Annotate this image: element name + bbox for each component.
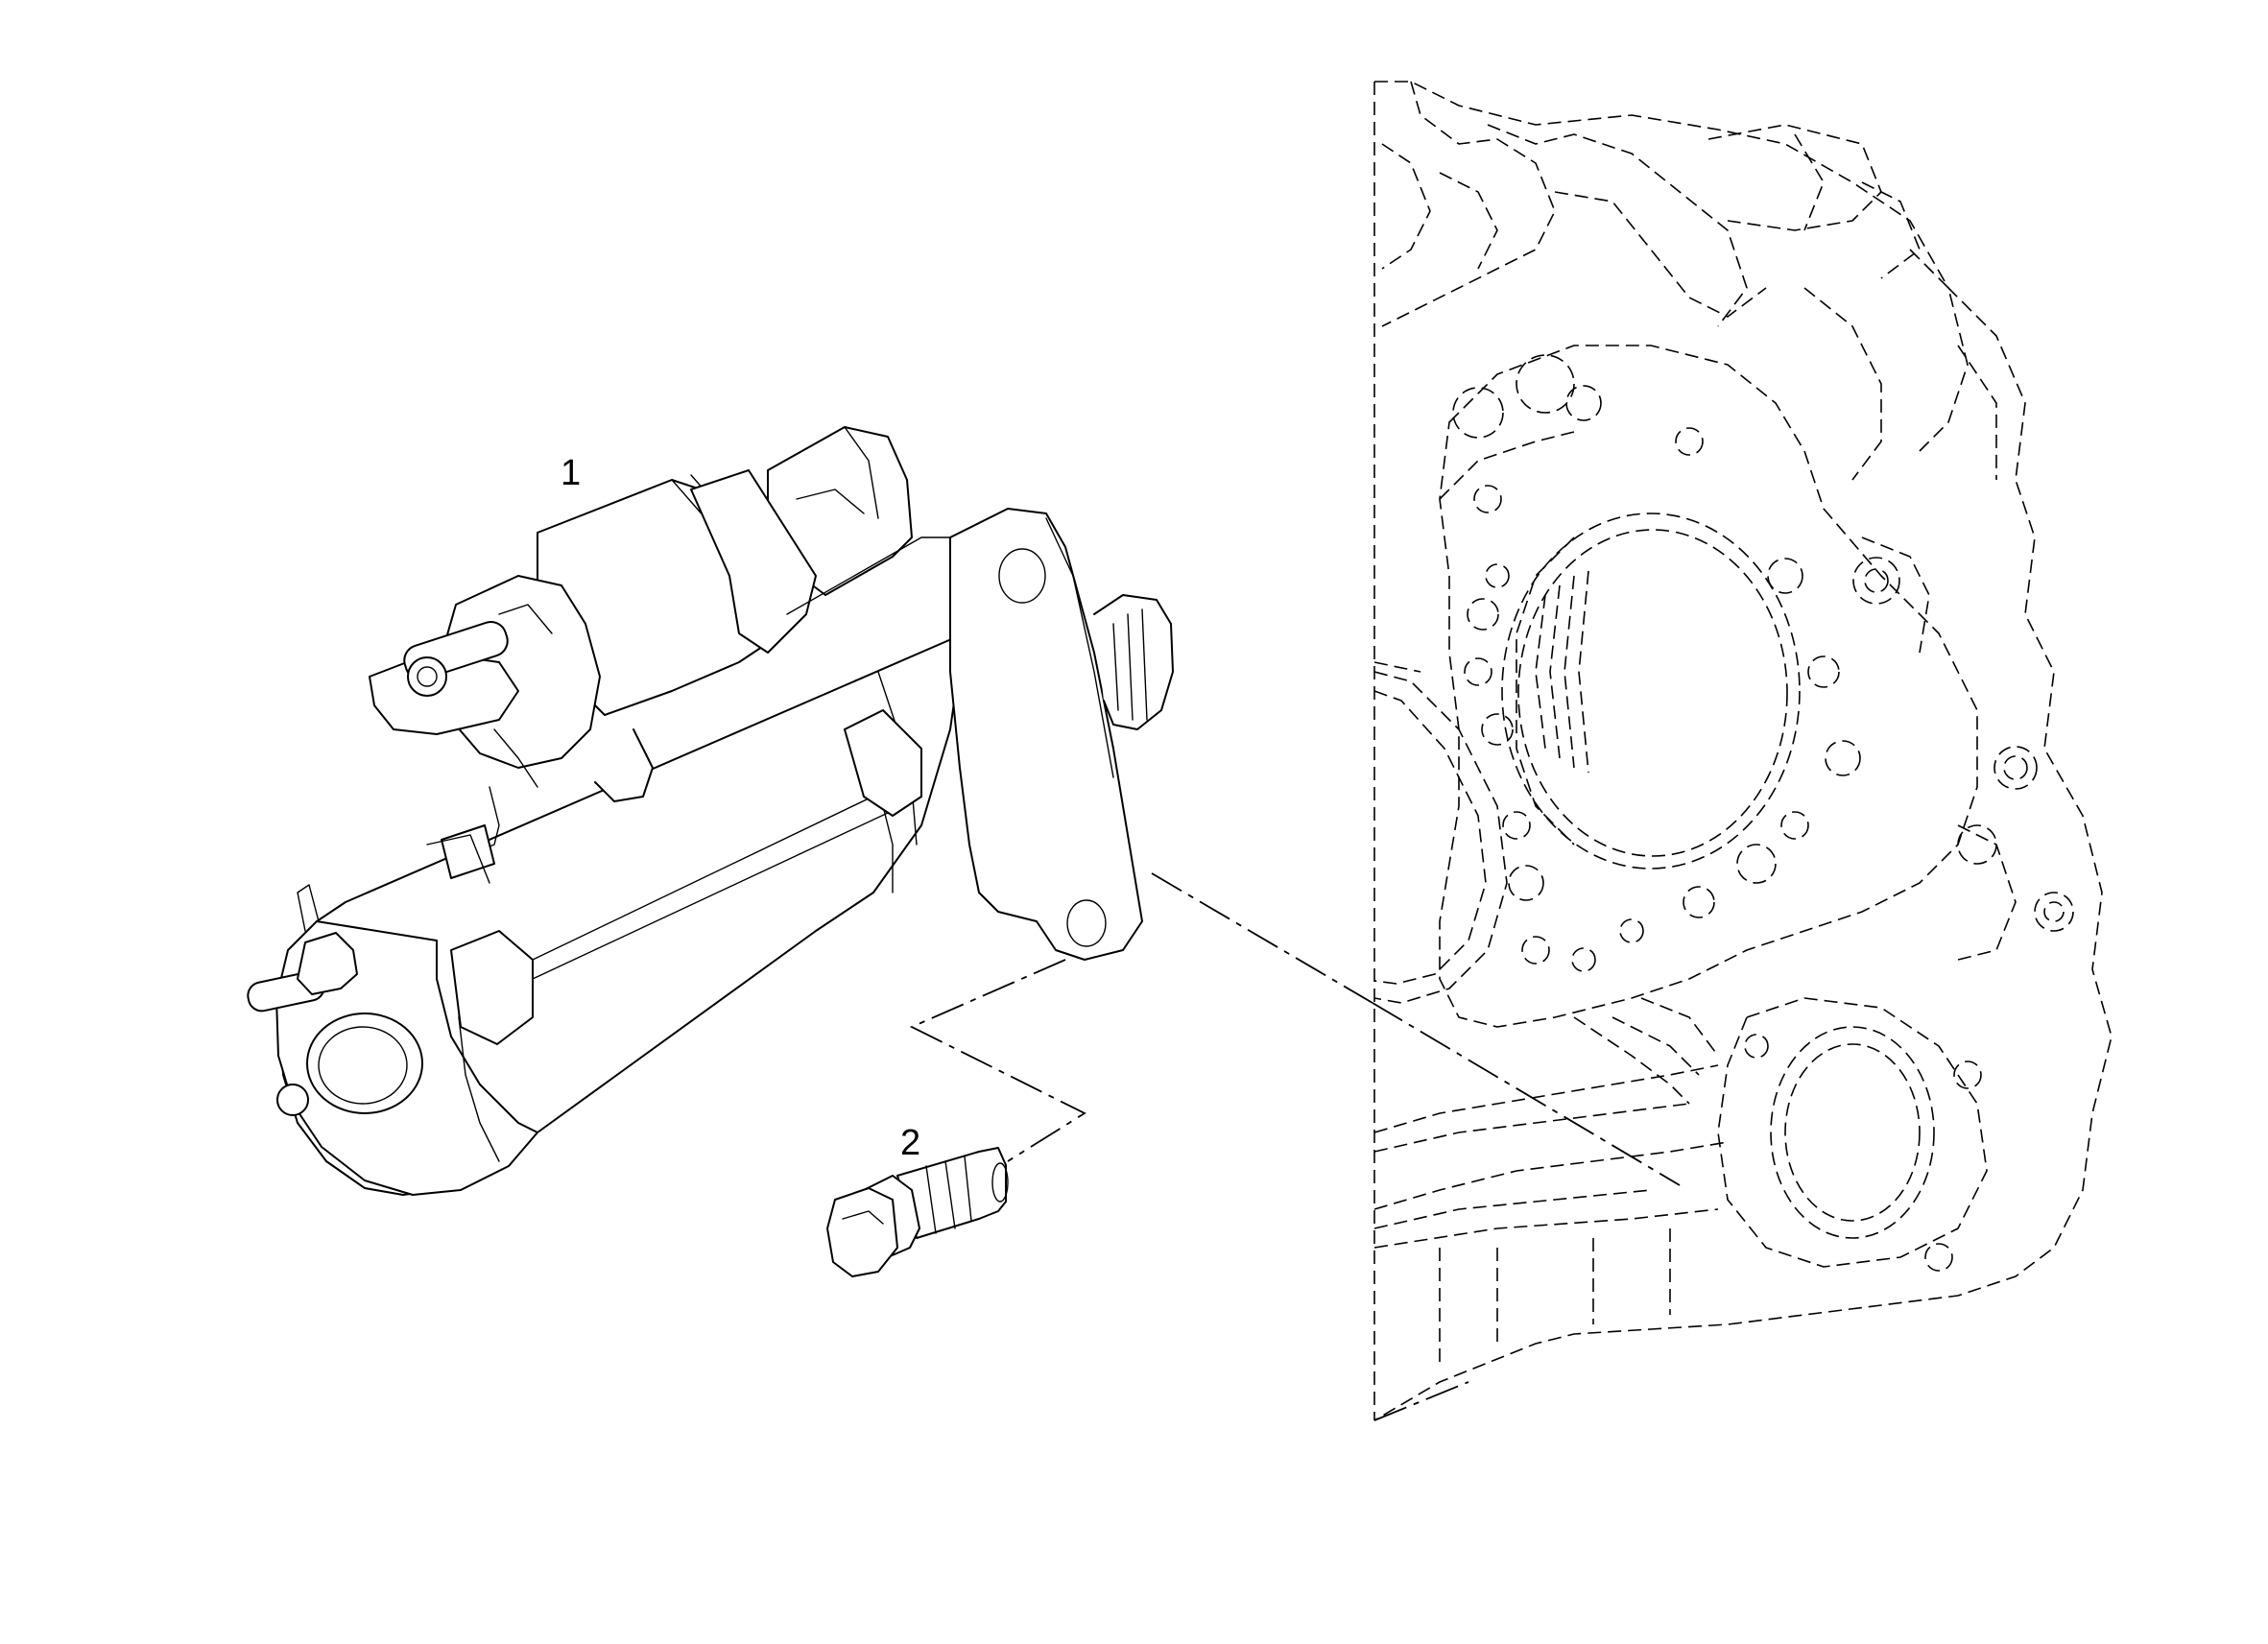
flange-bolt-icon — [826, 1147, 1009, 1277]
starter-motor-icon — [247, 426, 1174, 1196]
assembly-leader-lines — [909, 872, 1681, 1421]
callout-label-1: 1 — [561, 453, 582, 493]
engine-block-icon — [1373, 81, 2113, 1421]
callout-label-2: 2 — [900, 1123, 921, 1163]
